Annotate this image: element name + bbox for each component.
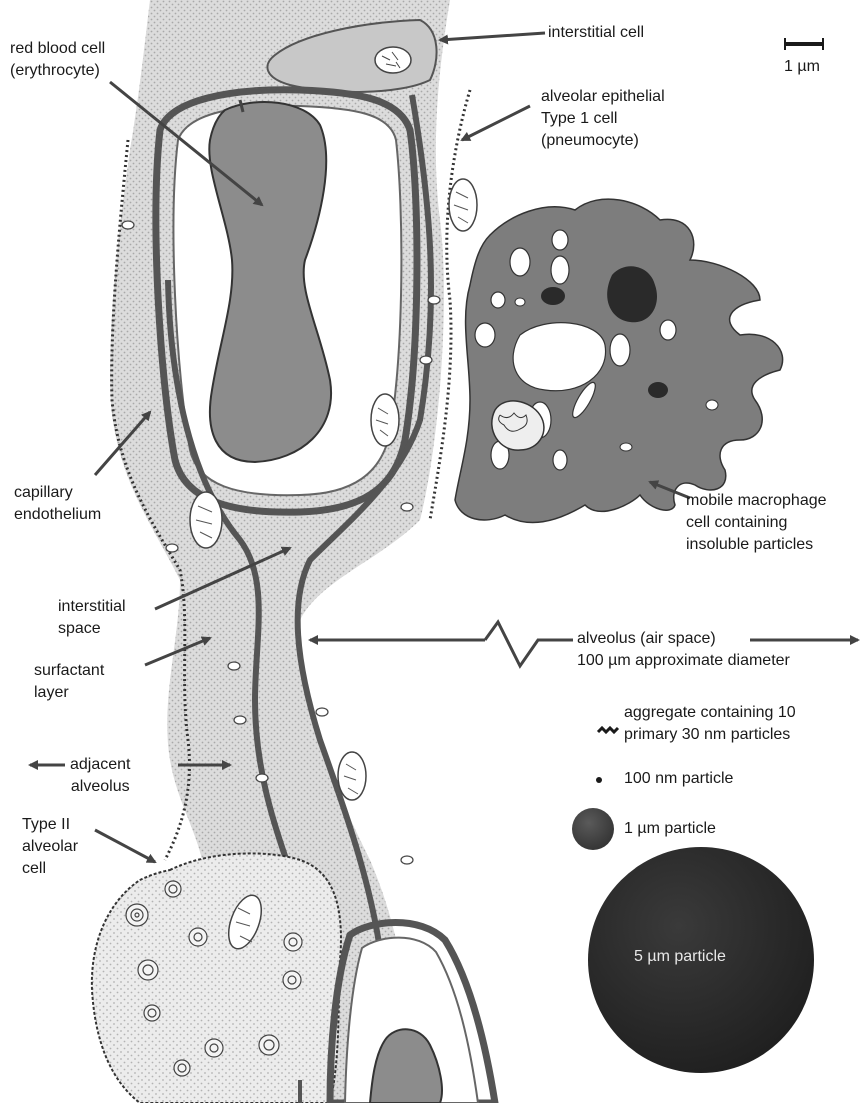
label-red-blood-cell: red blood cell (erythrocyte) — [10, 38, 105, 82]
macrophage-inclusion — [648, 382, 668, 398]
label-scale-bar: 1 µm — [784, 56, 820, 78]
arrow-type2-cell — [95, 830, 155, 862]
label-surfactant: surfactant layer — [34, 660, 104, 704]
macrophage-inclusion — [607, 266, 657, 322]
label-particle-100nm: 100 nm particle — [624, 768, 733, 790]
mitochondrion — [190, 492, 222, 548]
particle-100nm-icon — [596, 777, 602, 783]
arrow-type1-cell — [462, 106, 530, 140]
macrophage-inclusion — [541, 287, 565, 305]
particle-1um-icon — [572, 808, 614, 850]
label-adjacent-alveolus: adjacent alveolus — [70, 754, 131, 798]
label-interstitial-cell: interstitial cell — [548, 22, 644, 44]
label-capillary-endothelium: capillary endothelium — [14, 482, 101, 526]
mitochondrion — [338, 752, 366, 800]
macrophage — [455, 199, 783, 522]
label-type2-cell: Type II alveolar cell — [22, 814, 78, 880]
label-aggregate: aggregate containing 10 primary 30 nm pa… — [624, 702, 796, 746]
label-particle-5um: 5 µm particle — [634, 948, 726, 966]
type-ii-alveolar-cell — [92, 853, 341, 1103]
aggregate-icon — [598, 728, 618, 732]
interstitial-cell-nucleus — [375, 47, 411, 73]
scale-bar — [785, 38, 823, 50]
label-particle-1um: 1 µm particle — [624, 818, 716, 840]
label-alveolus: alveolus (air space) 100 µm approximate … — [577, 628, 790, 672]
label-interstitial-space: interstitial space — [58, 596, 126, 640]
mitochondrion — [371, 394, 399, 446]
mitochondrion — [449, 179, 477, 231]
label-macrophage: mobile macrophage cell containing insolu… — [686, 490, 827, 556]
label-alveolar-type1: alveolar epithelial Type 1 cell (pneumoc… — [541, 86, 665, 152]
arrow-interstitial-cell — [440, 33, 545, 40]
